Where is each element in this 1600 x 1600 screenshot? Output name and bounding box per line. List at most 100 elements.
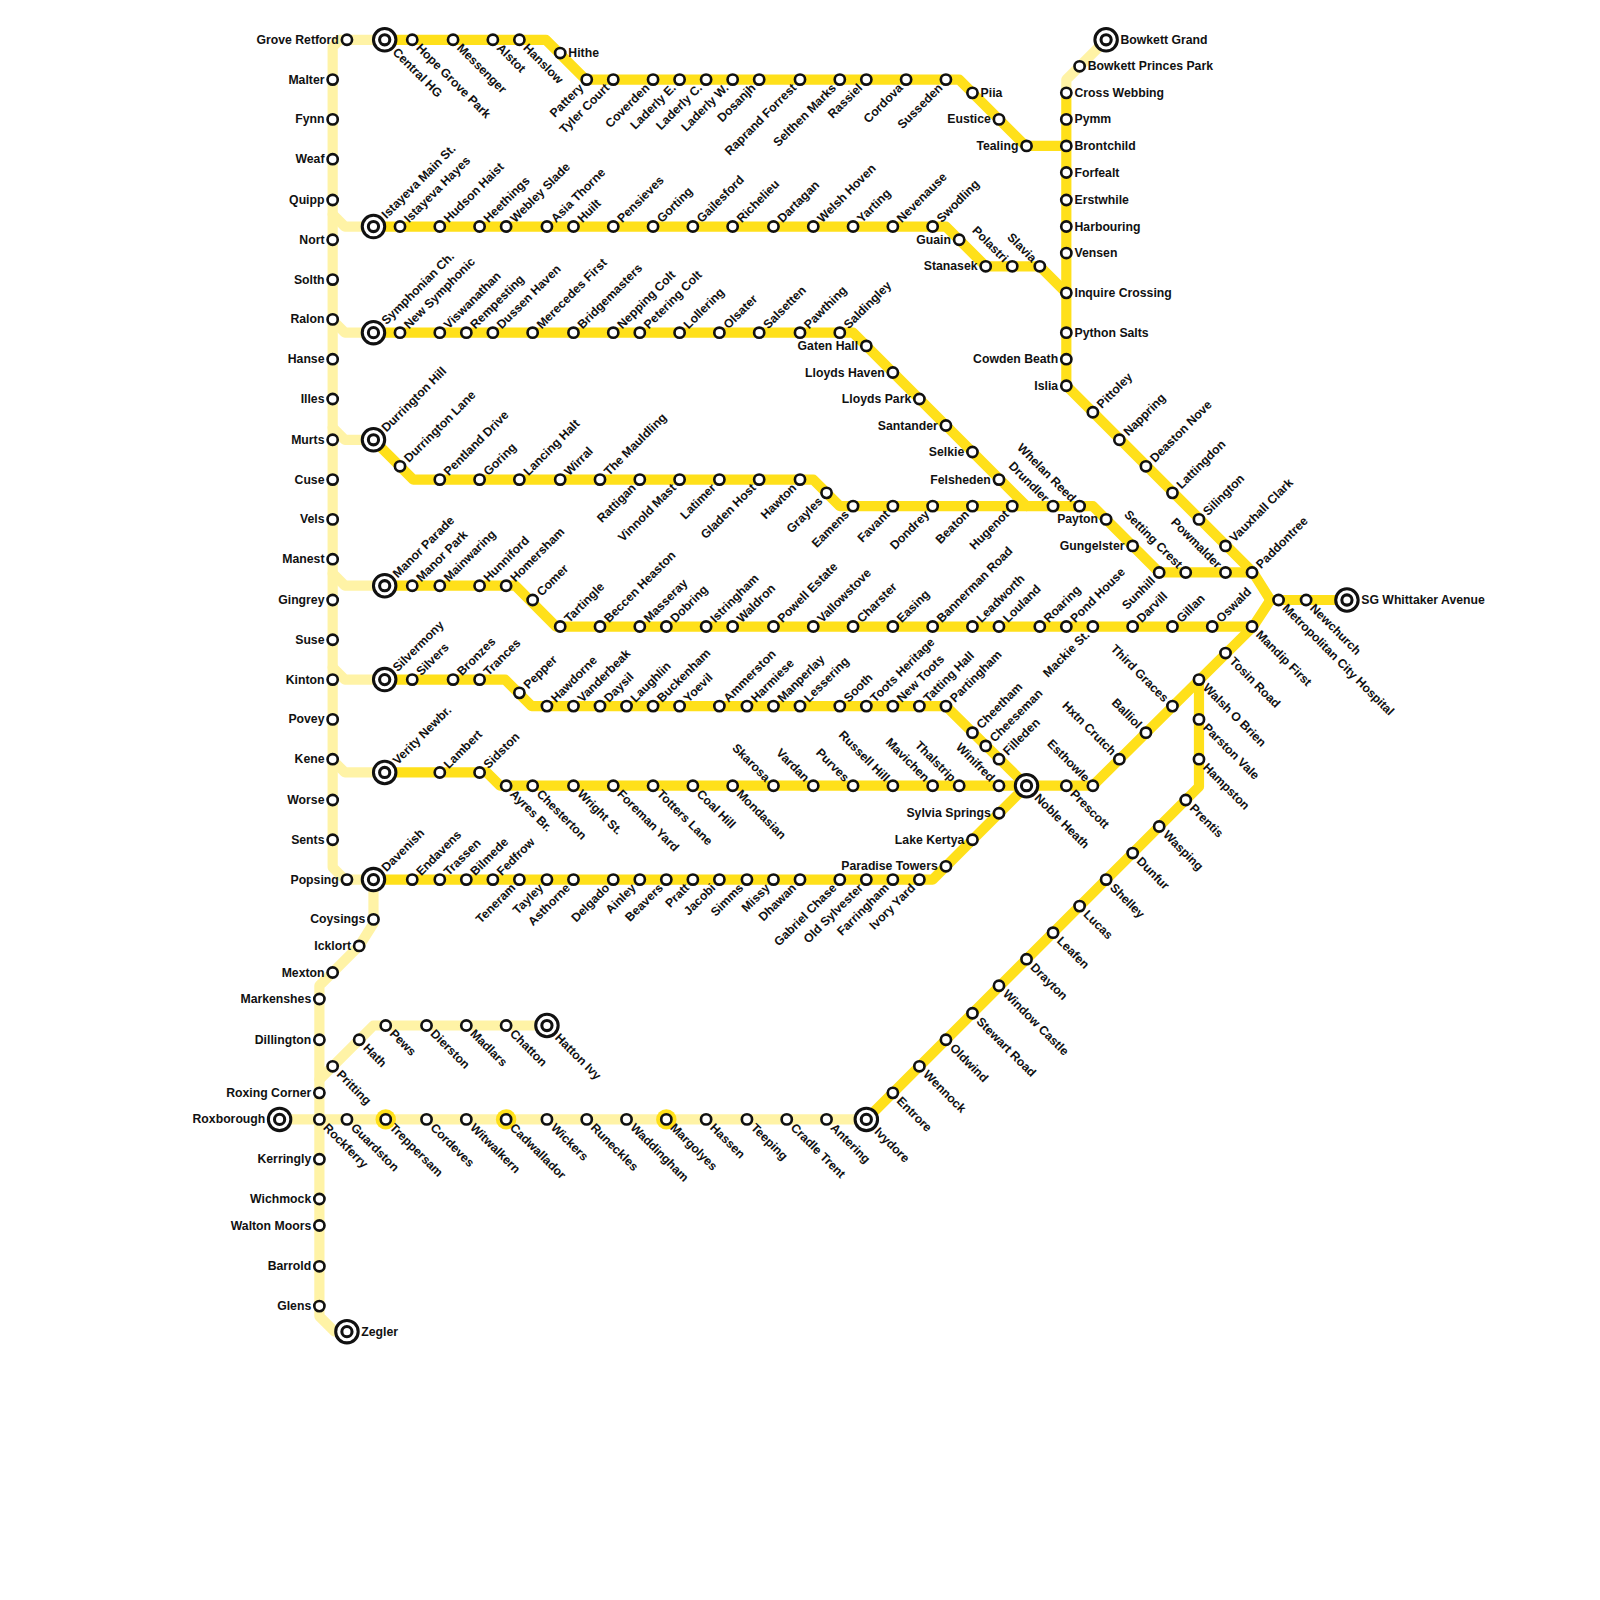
station-marker [608, 221, 618, 231]
station-label: Yarting [854, 186, 893, 225]
station-marker [1141, 461, 1151, 471]
station-marker [1007, 261, 1017, 271]
station-marker [994, 754, 1004, 764]
station-marker [448, 35, 458, 45]
station-marker [528, 781, 538, 791]
station-marker [514, 874, 524, 884]
station-marker [474, 474, 484, 484]
station-label: Guain [916, 233, 951, 247]
station-marker [808, 781, 818, 791]
station-label: Kinton [286, 672, 325, 686]
station-label: Stanasek [924, 259, 978, 273]
station-marker [674, 328, 684, 338]
station-label: Hath [360, 1041, 389, 1070]
station-marker [314, 1154, 324, 1164]
station-marker [1021, 141, 1031, 151]
station-marker [1181, 795, 1191, 805]
station-label: Alstot [494, 41, 529, 76]
station-marker [888, 781, 898, 791]
station-marker [1273, 595, 1283, 605]
station-marker [595, 701, 605, 711]
station-marker [742, 874, 752, 884]
station-marker [514, 688, 524, 698]
station-label: Pepper [520, 653, 559, 692]
station-marker [595, 621, 605, 631]
station-label: Manest [282, 552, 324, 566]
station-marker [1088, 407, 1098, 417]
station-label: Drayton [1027, 960, 1070, 1003]
station-marker [328, 835, 338, 845]
station-label: Dierston [427, 1026, 472, 1071]
station-marker [568, 328, 578, 338]
station-label: Raprand Forrest [722, 80, 799, 157]
station-marker [901, 74, 911, 84]
station-marker [328, 795, 338, 805]
station-marker [407, 35, 417, 45]
interchange-marker [373, 761, 395, 783]
station-marker [714, 874, 724, 884]
station-marker [582, 1114, 592, 1124]
station-label: Pritting [333, 1067, 373, 1107]
station-label: Harbouring [1074, 219, 1140, 233]
station-marker [994, 114, 1004, 124]
station-label: Lloyds Park [842, 392, 911, 406]
station-marker [542, 701, 552, 711]
interchange-marker [268, 1108, 290, 1130]
station-marker [1061, 141, 1071, 151]
station-marker [728, 781, 738, 791]
station-marker [954, 235, 964, 245]
station-label: Favant [854, 507, 892, 545]
station-marker [328, 714, 338, 724]
station-marker [701, 74, 711, 84]
station-marker [542, 1114, 552, 1124]
station-marker [314, 1114, 324, 1124]
station-marker [314, 1261, 324, 1271]
station-marker [888, 1088, 898, 1098]
station-marker [608, 781, 618, 791]
station-label: Walton Moors [231, 1218, 312, 1232]
station-marker [395, 221, 405, 231]
station-label: Teneram [473, 880, 519, 926]
station-label: Balliol [1109, 696, 1145, 732]
station-marker [568, 701, 578, 711]
station-label: Pymm [1074, 112, 1111, 126]
station-marker [768, 701, 778, 711]
station-marker [635, 874, 645, 884]
station-marker [888, 874, 898, 884]
interchange-marker [274, 1114, 284, 1124]
station-marker [314, 1035, 324, 1045]
station-marker [328, 154, 338, 164]
station-label: Teeping [748, 1120, 791, 1163]
station-label: Mackie St. [1040, 627, 1092, 679]
station-marker [967, 728, 977, 738]
station-marker [648, 74, 658, 84]
station-marker [568, 221, 578, 231]
station-marker [941, 74, 951, 84]
station-label: Gungelster [1060, 539, 1125, 553]
station-label: Piia [981, 86, 1003, 100]
station-label: Gingrey [278, 593, 324, 607]
station-label: Murts [291, 433, 324, 447]
station-marker [328, 195, 338, 205]
station-marker [1061, 781, 1071, 791]
station-marker [328, 74, 338, 84]
station-marker [1035, 261, 1045, 271]
station-marker [328, 1061, 338, 1071]
station-marker [754, 474, 764, 484]
station-marker [354, 1035, 364, 1045]
station-marker [754, 328, 764, 338]
interchange-marker [373, 668, 395, 690]
station-marker [635, 621, 645, 631]
interchange-marker [373, 29, 395, 51]
station-marker [328, 674, 338, 684]
station-marker [994, 808, 1004, 818]
station-label: Pittoley [1094, 370, 1135, 411]
interchange-marker [380, 581, 390, 591]
interchange-marker [1021, 781, 1031, 791]
station-marker [608, 328, 618, 338]
station-marker [488, 328, 498, 338]
station-marker [914, 874, 924, 884]
station-marker [1035, 621, 1045, 631]
station-marker [421, 1020, 431, 1030]
